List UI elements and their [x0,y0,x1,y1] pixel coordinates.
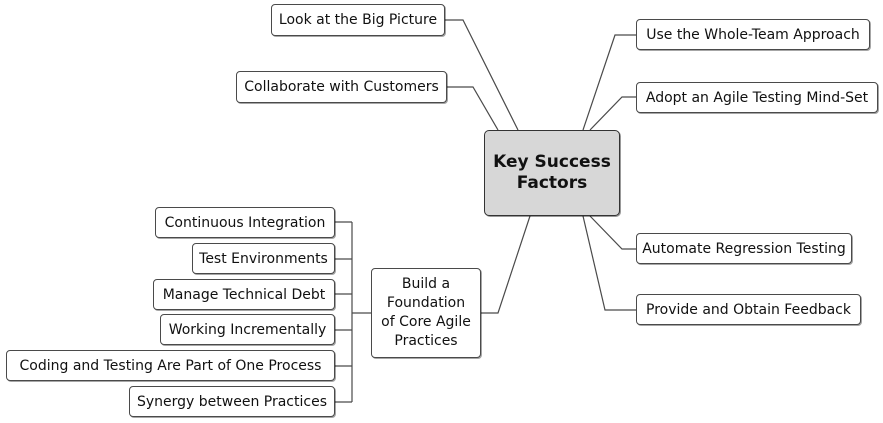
branch-agile-testing-mindset[interactable]: Adopt an Agile Testing Mind-Set [636,82,878,113]
practice-continuous-integration[interactable]: Continuous Integration [155,207,335,238]
foundation-line3: of Core Agile [381,314,471,330]
foundation-line2: Foundation [386,295,466,312]
foundation-line1: Build a [401,276,451,293]
branch-label: Provide and Obtain Feedback [646,301,851,318]
practice-synergy-between-practices[interactable]: Synergy between Practices [129,386,335,417]
practice-label: Test Environments [199,250,328,267]
branch-label: Automate Regression Testing [642,240,846,257]
central-topic-line2: Factors [516,173,588,193]
practice-manage-technical-debt[interactable]: Manage Technical Debt [153,279,335,310]
central-topic-key-success-factors[interactable]: Key Success Factors [484,130,620,216]
connector-feedback [582,215,636,311]
branch-automate-regression-testing[interactable]: Automate Regression Testing [636,233,852,264]
practice-label: Coding and Testing Are Part of One Proce… [19,357,322,374]
connector-big-picture [444,19,519,131]
practice-test-environments[interactable]: Test Environments [192,243,335,274]
connector-agile-mindset [589,96,636,131]
practice-label: Synergy between Practices [137,393,327,410]
branch-label: Look at the Big Picture [278,12,438,28]
practice-coding-testing-one-process[interactable]: Coding and Testing Are Part of One Proce… [6,350,335,381]
connector-foundation [481,215,531,314]
connector-automate-regression [589,215,636,250]
central-topic-line1: Key Success [493,151,611,172]
branch-big-picture[interactable]: Look at the Big Picture [271,4,445,36]
practice-label: Working Incrementally [168,321,327,338]
branch-label: Use the Whole-Team Approach [646,26,860,43]
connector-collaborate [446,86,499,131]
foundation-line4: Practices [394,332,458,349]
branch-label: Collaborate with Customers [244,79,439,95]
connector-whole-team [582,34,636,131]
practice-label: Manage Technical Debt [162,286,326,303]
branch-core-agile-practices[interactable]: Build a Foundation of Core Agile Practic… [371,268,481,358]
branch-collaborate-customers[interactable]: Collaborate with Customers [236,71,447,103]
practice-label: Continuous Integration [164,214,326,231]
practice-working-incrementally[interactable]: Working Incrementally [160,314,335,345]
branch-whole-team-approach[interactable]: Use the Whole-Team Approach [636,19,870,50]
branch-label: Adopt an Agile Testing Mind-Set [645,89,869,106]
branch-provide-obtain-feedback[interactable]: Provide and Obtain Feedback [636,294,861,325]
